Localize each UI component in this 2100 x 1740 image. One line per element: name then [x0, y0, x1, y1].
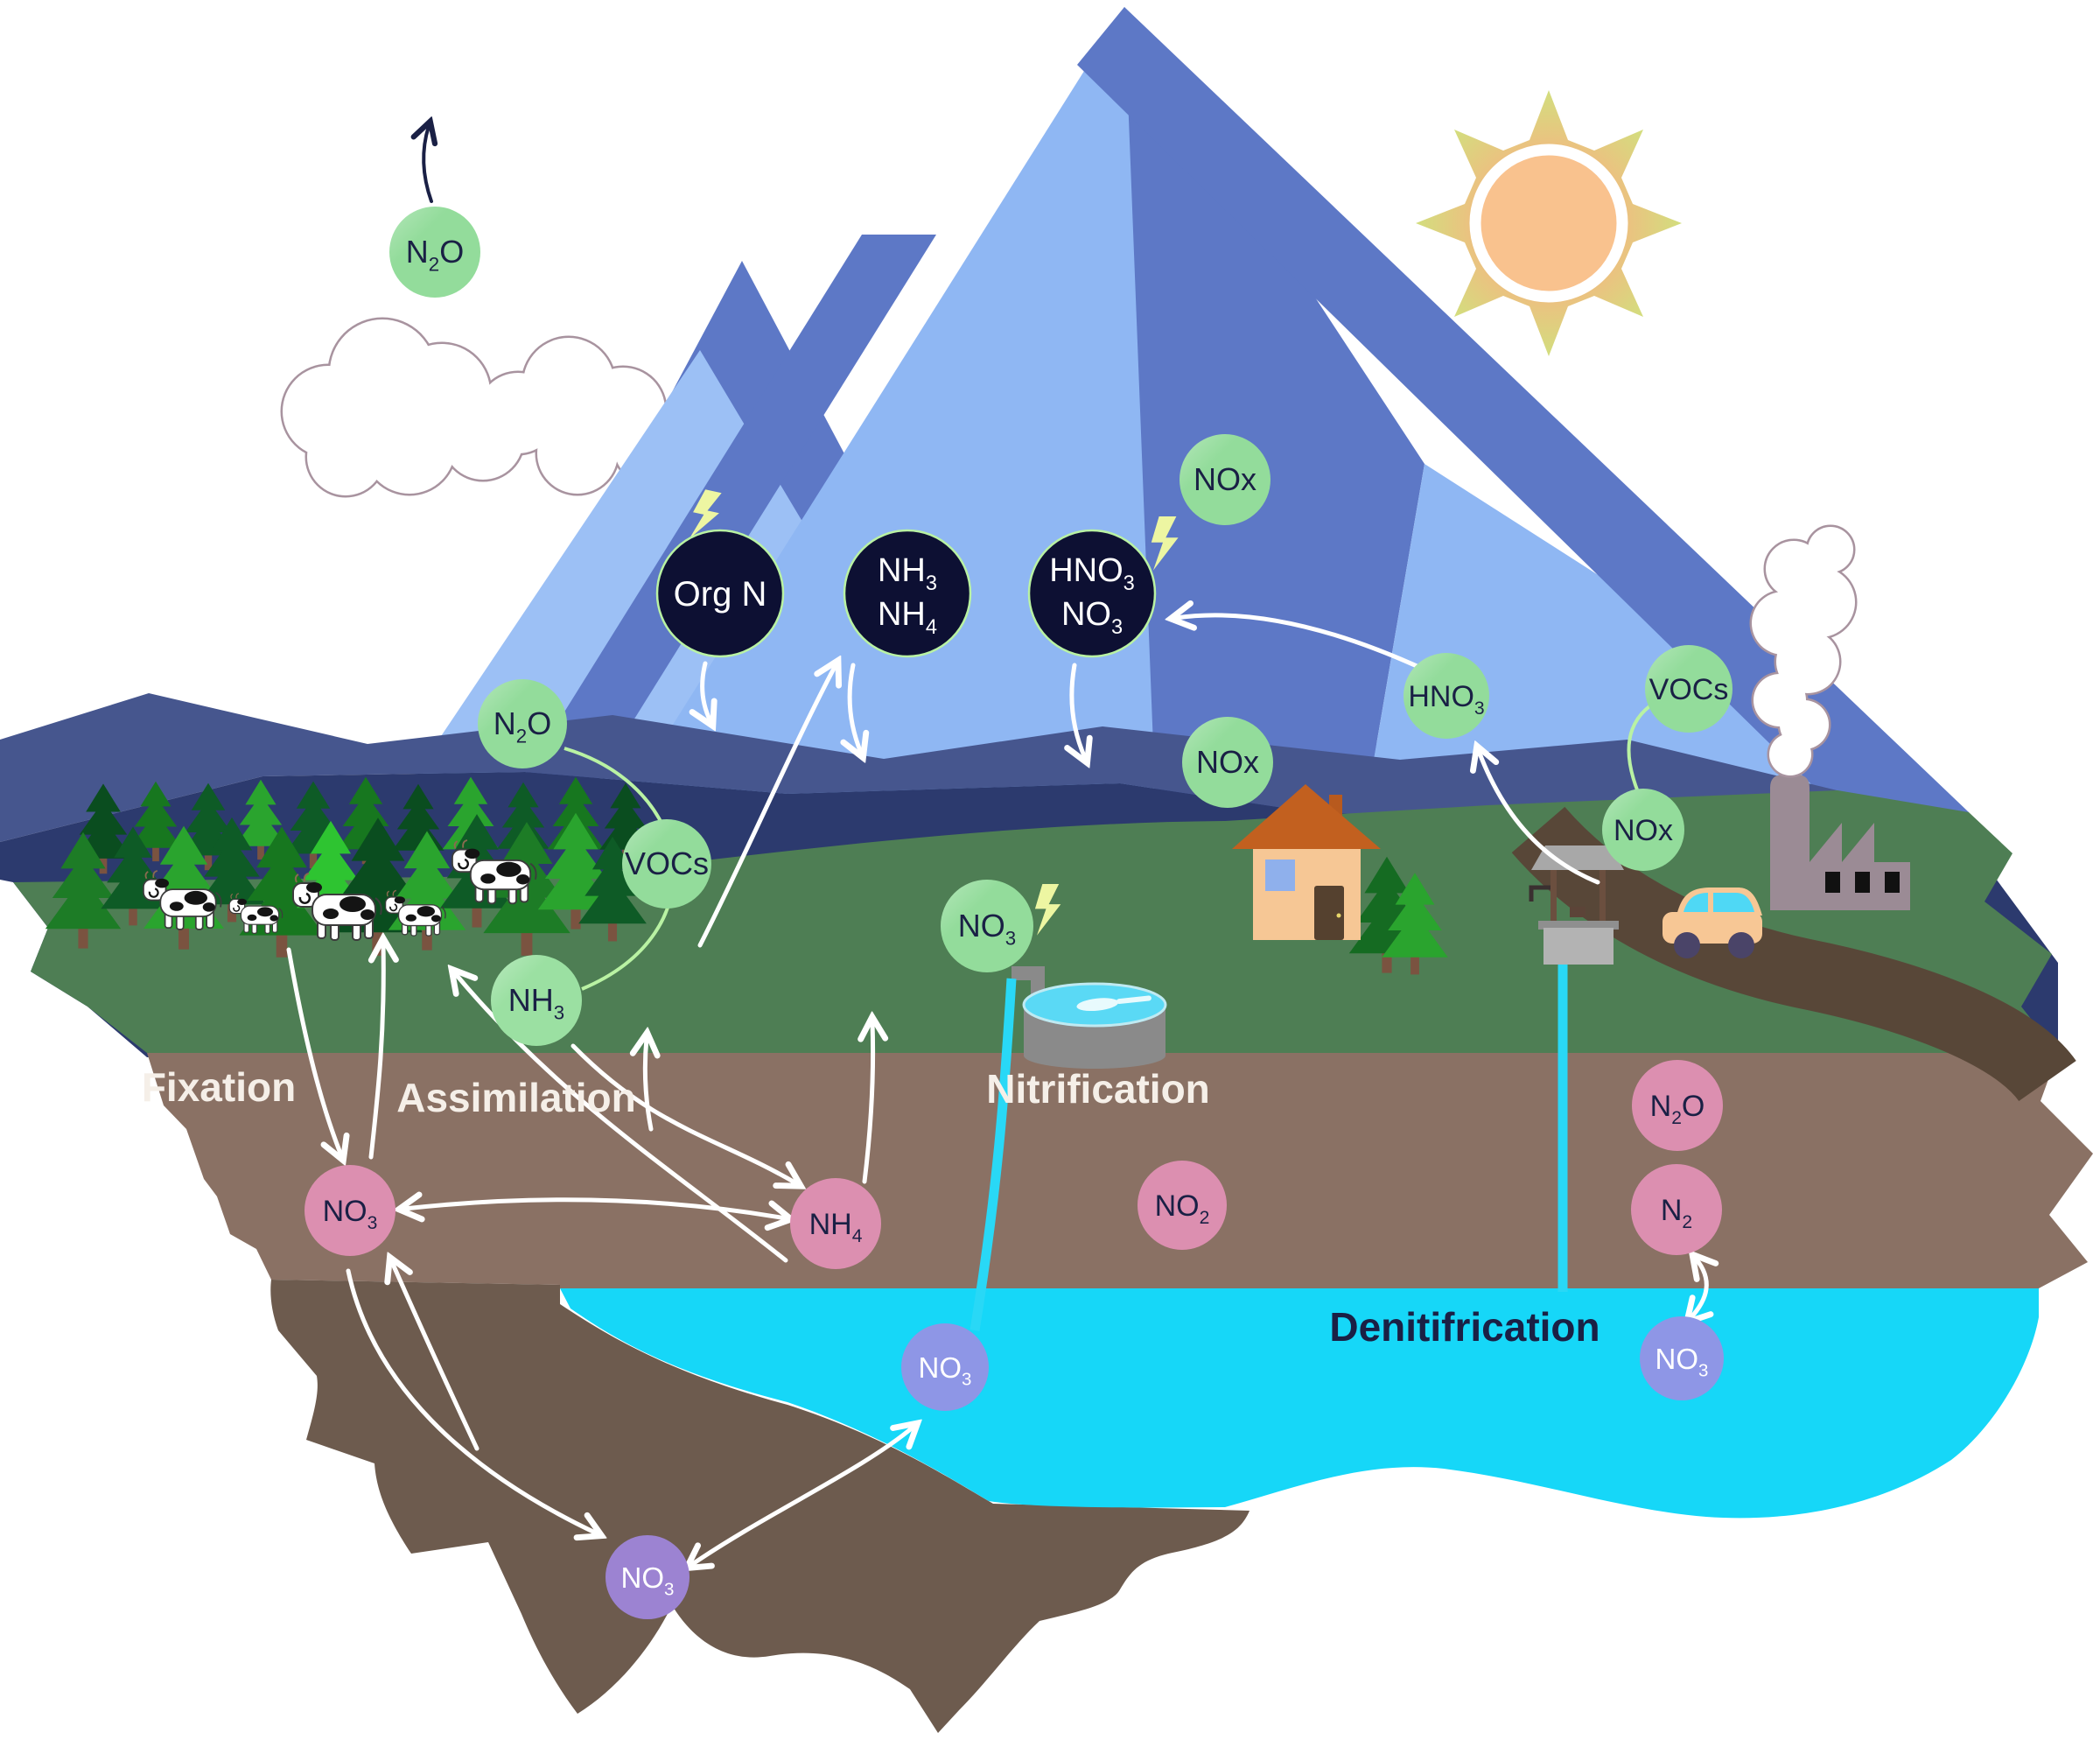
arrow-n2-no3-exchange — [1690, 1259, 1706, 1318]
node-no3-soil: NO3 — [304, 1165, 396, 1256]
node-label: NOx — [1194, 461, 1256, 497]
node-highlight — [491, 955, 582, 1046]
node-highlight — [622, 819, 711, 909]
label-nitrification: Nitrification — [986, 1066, 1210, 1112]
node-label: NO3 — [958, 908, 1016, 949]
smoke-icon — [1749, 524, 1858, 778]
node-hno3-air: HNO3 — [1404, 653, 1489, 739]
node-label: NO3 — [323, 1195, 378, 1233]
arrow-deep-groundwater-exchange — [691, 1427, 914, 1565]
sun-icon — [1416, 90, 1682, 356]
node-label: HNO3 — [1049, 552, 1135, 595]
arrow-hno3-to-cloud — [1176, 615, 1442, 679]
label-assimilation: Assimilation — [396, 1075, 636, 1120]
node-vocs-forest: VOCs — [622, 819, 711, 909]
node-label: NH4 — [878, 596, 937, 639]
node-no2-soil: NO2 — [1138, 1161, 1227, 1250]
node-highlight — [1182, 717, 1273, 808]
node-label: NOx — [1614, 814, 1673, 847]
node-nh4-soil: NH4 — [790, 1178, 881, 1269]
node-highlight — [941, 880, 1033, 972]
node-label: N2O — [494, 705, 551, 747]
arrow-ammonia-deposition — [850, 663, 861, 753]
node-hno3-no3: HNO3 NO3 — [1027, 529, 1157, 658]
water-trough-icon — [970, 966, 1167, 1331]
node-highlight — [389, 207, 480, 298]
node-circle — [790, 1178, 881, 1269]
node-nh3-forest: NH3 — [491, 955, 582, 1046]
arrow-no3-nh4-exchange — [404, 1200, 786, 1218]
node-n2o-soil: N2O — [1632, 1060, 1723, 1151]
node-label: Org N — [674, 575, 767, 614]
node-circle — [843, 529, 972, 658]
arrow-deep-to-no3 — [392, 1262, 480, 1451]
road — [1511, 806, 2076, 1103]
arrow-volatilization — [697, 665, 836, 948]
house-icon — [1232, 784, 1381, 940]
node-circle — [1027, 529, 1157, 658]
arrow-n2o-emission — [424, 126, 431, 203]
node-label: VOCs — [1649, 673, 1729, 706]
node-highlight — [478, 679, 567, 768]
node-label: NO3 — [1061, 596, 1123, 639]
node-n2o-forest: N2O — [478, 679, 567, 768]
node-circle — [901, 1323, 989, 1411]
node-nox-valley: NOx — [1182, 717, 1273, 808]
arrow-fixation-down — [286, 947, 341, 1155]
node-label: NH3 — [878, 552, 937, 595]
node-highlight — [1645, 645, 1732, 733]
clouds-icon — [280, 317, 687, 498]
well-icon — [1529, 845, 1624, 965]
mountain-edge-band — [1077, 7, 1969, 866]
node-nh3-nh4: NH3 NH4 — [843, 529, 972, 658]
node-label: N2O — [406, 234, 464, 275]
arrow-nh4-up — [864, 1022, 873, 1184]
factory-icon — [1770, 775, 1910, 910]
label-fixation: Fixation — [142, 1064, 296, 1110]
node-label: NH4 — [809, 1208, 863, 1246]
node-label: NO3 — [621, 1561, 675, 1600]
node-highlight — [1602, 789, 1684, 871]
arrow-nox-to-hno3 — [1479, 751, 1600, 885]
node-circle — [1632, 1060, 1723, 1151]
node-circle — [655, 529, 785, 658]
arrow-orgn-deposition — [703, 661, 710, 721]
node-circle — [606, 1535, 690, 1619]
arrow-no3-leaching — [346, 1268, 597, 1533]
node-label: NH3 — [508, 982, 564, 1023]
arrow-acid-deposition — [1072, 663, 1085, 758]
node-circle — [1138, 1161, 1227, 1250]
node-org-n: Org N — [655, 529, 785, 658]
node-highlight — [1404, 653, 1489, 739]
node-nox-peak: NOx — [1180, 434, 1270, 525]
node-no3-field: NO3 — [941, 880, 1033, 972]
node-circle — [1631, 1164, 1722, 1255]
node-label: HNO3 — [1408, 680, 1484, 719]
node-no3-deep-soil: NO3 — [606, 1535, 690, 1619]
arrow-uptake-small — [645, 1038, 651, 1132]
node-label: NO3 — [1656, 1343, 1709, 1381]
node-label: N2 — [1661, 1194, 1692, 1232]
node-n2o-sky: N2O — [389, 207, 480, 298]
node-highlight — [1180, 434, 1270, 525]
node-nox-road: NOx — [1602, 789, 1684, 871]
node-vocs-industry: VOCs — [1645, 645, 1732, 733]
node-label: NO2 — [1155, 1189, 1210, 1228]
node-label: NO3 — [919, 1351, 972, 1390]
node-circle — [304, 1165, 396, 1256]
label-denitrification: Denitifrication — [1329, 1304, 1600, 1350]
node-label: VOCs — [625, 845, 709, 881]
node-circle — [1640, 1316, 1724, 1400]
arrow-fixation-up — [371, 944, 383, 1160]
node-n2-soil: N2 — [1631, 1164, 1722, 1255]
node-label: N2O — [1650, 1090, 1705, 1128]
car-icon — [1662, 888, 1762, 958]
node-no3-groundwater: NO3 — [901, 1323, 989, 1411]
arrow-nh3-to-nh4 — [570, 1043, 796, 1183]
node-no3-groundwater-right: NO3 — [1640, 1316, 1724, 1400]
node-label: NOx — [1196, 744, 1259, 780]
